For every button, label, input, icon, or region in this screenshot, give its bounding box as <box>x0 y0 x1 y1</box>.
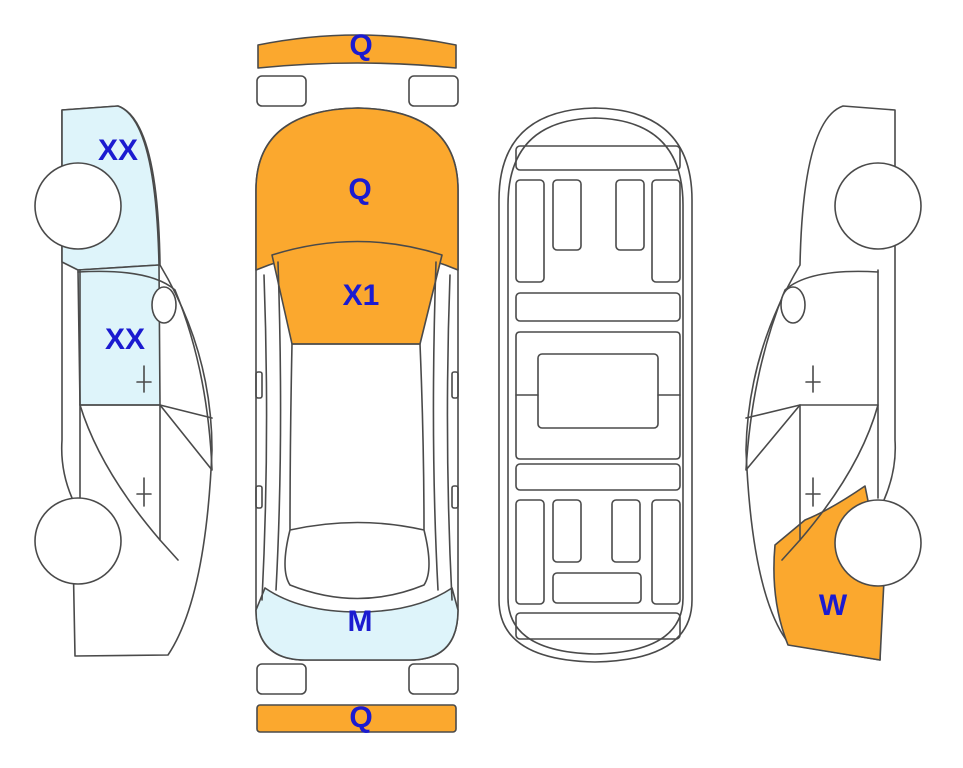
left-front-wheel <box>34 162 122 250</box>
top-side-lines <box>261 261 453 601</box>
underbody-outline <box>498 107 693 663</box>
rear-bumper[interactable] <box>256 704 457 733</box>
underbody-panel <box>552 572 642 604</box>
label-rear-bumper: Q <box>349 701 373 734</box>
top-view <box>255 34 459 733</box>
underbody-panel <box>515 612 681 640</box>
underbody-panel <box>651 179 681 283</box>
underbody-panel <box>515 292 681 322</box>
front-light-right <box>408 75 459 107</box>
top-roof <box>284 343 430 600</box>
left-mirror <box>151 286 177 324</box>
top-mirror-right <box>451 371 459 399</box>
label-left-door: XX <box>104 323 146 356</box>
underbody-panel <box>552 179 582 251</box>
top-handle-left <box>255 485 263 509</box>
rear-light-right <box>408 663 459 695</box>
windshield[interactable] <box>271 240 443 345</box>
right-mirror <box>780 286 806 324</box>
right-door-line <box>799 269 879 541</box>
right-rear-handle <box>805 477 821 507</box>
label-left-front: XX <box>97 134 139 167</box>
label-hood: Q <box>348 173 372 206</box>
label-rear-glass: M <box>347 605 373 638</box>
underbody-panel <box>515 463 681 491</box>
underbody-panel <box>515 179 545 283</box>
underbody-panel <box>611 499 641 563</box>
left-rear-handle <box>136 477 152 507</box>
rear-glass[interactable] <box>255 587 459 661</box>
right-rear-wheel <box>834 499 922 587</box>
left-side-windows <box>77 270 213 471</box>
right-side-view <box>745 105 922 661</box>
top-handle-right <box>451 485 459 509</box>
left-side-view <box>34 105 213 657</box>
underbody-view <box>498 107 693 663</box>
underbody-center <box>537 353 659 429</box>
underbody-panel <box>651 499 681 605</box>
label-front-bumper: Q <box>349 29 373 62</box>
left-door-line <box>79 269 161 541</box>
underbody-panel <box>615 179 645 251</box>
right-front-wheel <box>834 162 922 250</box>
left-rear-wheel <box>34 497 122 585</box>
underbody-panel <box>552 499 582 563</box>
label-right-rear: W <box>818 589 848 622</box>
right-front-handle <box>805 365 821 393</box>
front-light-left <box>256 75 307 107</box>
left-front-handle <box>136 365 152 393</box>
rear-light-left <box>256 663 307 695</box>
underbody-panel <box>515 499 545 605</box>
underbody-panel <box>515 331 681 460</box>
top-mirror-left <box>255 371 263 399</box>
underbody-panel <box>515 145 681 171</box>
label-windshield: X1 <box>342 279 380 312</box>
underbody-inner <box>507 117 684 655</box>
front-bumper[interactable] <box>257 34 457 69</box>
right-side-windows <box>745 270 879 471</box>
